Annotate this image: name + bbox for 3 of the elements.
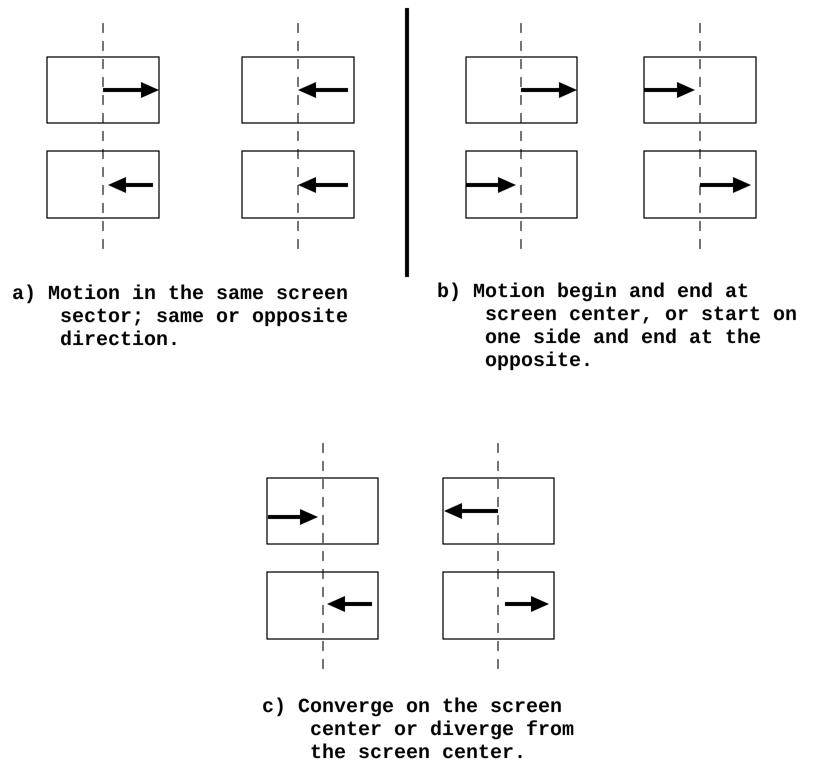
caption-text: c) Converge on the screen center or diverge from the screen center.	[262, 696, 576, 765]
caption-text: b) Motion begin and end at screen center, or start on one side and end at the opposite.	[437, 281, 798, 373]
caption-text: a) Motion in the same screen sector; same or opposite direction.	[12, 283, 350, 352]
